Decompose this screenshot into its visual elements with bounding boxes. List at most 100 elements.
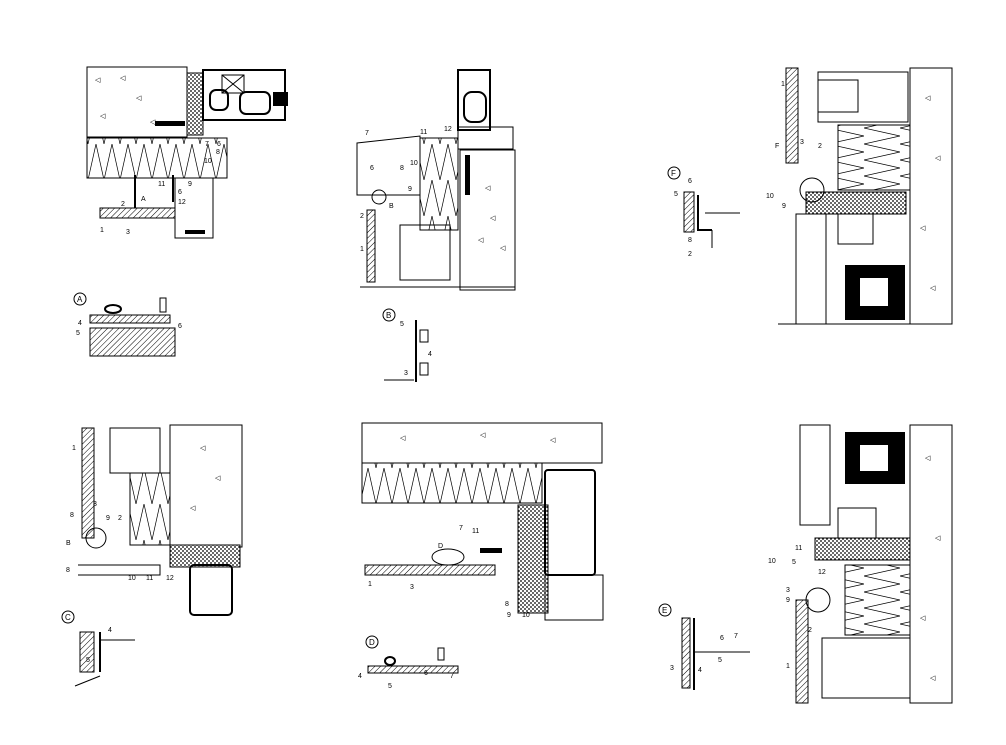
callout: 6 [688,178,692,185]
detail-b: B 5 4 3 [382,308,432,382]
callout: B [66,540,71,547]
callout: 11 [472,528,479,535]
svg-text:◁: ◁ [215,475,221,482]
callout: 11 [795,545,802,552]
callout: 10 [128,575,136,582]
callout: B [389,203,394,210]
callout: 12 [178,199,186,206]
callout: 10 [522,612,530,619]
detail-tag: A [77,295,83,304]
svg-text:◁: ◁ [400,435,406,442]
detail-e: E 3 4 5 6 7 [658,603,750,690]
callout: 11 [420,129,427,136]
callout: F [775,143,779,150]
callout: 8 [70,512,74,519]
callout: 3 [800,139,804,146]
callout: 9 [408,186,412,193]
callout: 3 [786,587,790,594]
callout: 7 [205,141,209,148]
callout: 11 [146,575,153,582]
panel-bottom-middle-head: ◁◁◁ 7 11 D 1 3 8 9 10 [361,422,604,621]
svg-text:◁: ◁ [200,445,206,452]
callout: A [141,196,146,203]
callout: 3 [126,229,130,236]
callout: 4 [78,320,82,327]
callout: 2 [360,213,364,220]
svg-text:◁: ◁ [95,77,101,84]
callout: 3 [404,370,408,377]
callout: 6 [178,189,182,196]
callout: 3 [670,665,674,672]
callout: 6 [720,635,724,642]
callout: 5 [76,330,80,337]
detail-tag: F [671,169,676,178]
callout: 6 [217,141,221,148]
callout: 11 [158,181,165,188]
detail-tag: E [662,606,667,615]
callout: 9 [106,515,110,522]
callout: 9 [507,612,511,619]
callout: 1 [781,81,785,88]
svg-text:◁: ◁ [478,237,484,244]
detail-tag: C [65,613,71,622]
callout: D [438,543,443,550]
callout: 2 [121,201,125,208]
svg-text:◁: ◁ [120,75,126,82]
callout: 7 [734,633,738,640]
callout: 5 [388,683,392,690]
callout: 6 [370,165,374,172]
callout: 2 [118,515,122,522]
svg-text:◁: ◁ [920,225,926,232]
svg-text:◁: ◁ [925,455,931,462]
callout: 12 [818,569,826,576]
callout: 2 [688,251,692,258]
callout: 9 [786,597,790,604]
callout: 3 [93,501,97,508]
concrete-aggregate-marks: ◁ ◁ ◁ ◁ ◁ [95,75,156,126]
callout: 6 [178,323,182,330]
svg-text:◁: ◁ [136,95,142,102]
panel-bottom-right-section: ◁◁◁◁ 11 10 5 12 3 9 2 1 [768,424,953,704]
callout: 8 [688,237,692,244]
callout: 4 [428,351,432,358]
panel-top-middle-window-sill: ◁◁◁◁ 7 11 12 6 8 10 9 2 1 B [356,69,516,291]
svg-text:◁: ◁ [490,215,496,222]
callout: 1 [360,246,364,253]
callout: 1 [786,663,790,670]
detail-tag: B [386,311,391,320]
callout: 4 [108,627,112,634]
callout: 6 [424,670,428,677]
callout: 1 [72,445,76,452]
svg-text:◁: ◁ [500,245,506,252]
callout: 4 [358,673,362,680]
callout: 4 [698,667,702,674]
callout: 8 [400,165,404,172]
callout: 7 [365,130,369,137]
svg-text:◁: ◁ [935,535,941,542]
callout: 2 [818,143,822,150]
callout: 10 [410,160,418,167]
callout: 10 [204,158,212,165]
detail-d: D 4 5 6 7 [358,635,459,690]
svg-text:◁: ◁ [485,185,491,192]
detail-f: F 6 5 8 2 [667,166,740,258]
callout: 7 [459,525,463,532]
svg-text:◁: ◁ [550,437,556,444]
callout: 5 [792,559,796,566]
svg-text:◁: ◁ [190,505,196,512]
svg-text:◁: ◁ [920,615,926,622]
callout: 7 [450,673,454,680]
callout: 12 [166,575,174,582]
callout: 5 [86,657,90,664]
svg-text:◁: ◁ [925,95,931,102]
svg-text:◁: ◁ [100,113,106,120]
callout: 1 [100,227,104,234]
detail-tag: D [369,638,375,647]
svg-text:◁: ◁ [150,119,156,126]
panel-bottom-left-jamb: ◁◁◁ 1 3 8 9 2 B 8 10 11 12 [66,424,243,616]
callout: 5 [674,191,678,198]
callout: 3 [410,584,414,591]
panel-top-right-section: ◁◁◁◁ 1 3 2 F 10 9 [766,67,953,325]
panel-top-left-window-head: ◁◁◁◁◁ 1 2 3 A 6 7 8 10 11 6 12 9 [86,66,288,239]
callout: 5 [718,657,722,664]
